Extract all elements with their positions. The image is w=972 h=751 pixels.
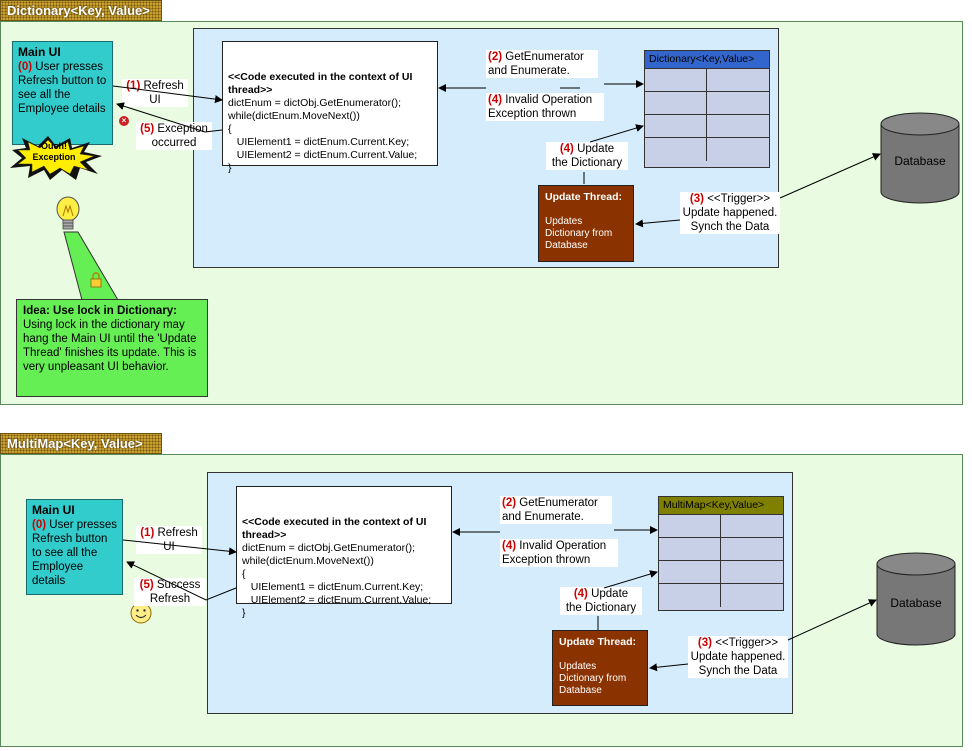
- code-line: dictEnum = dictObj.GetEnumerator();: [228, 97, 402, 109]
- code-line: UIElement1 = dictEnum.Current.Key;: [242, 581, 424, 593]
- database-cylinder: [880, 112, 960, 204]
- trigger-label: (3) <<Trigger>>Update happened.Synch the…: [688, 636, 788, 678]
- multimap-table: MultiMap<Key,Value>: [658, 496, 784, 611]
- code-line: {: [228, 123, 232, 135]
- main-ui-box: Main UI (0) User presses Refresh button …: [26, 499, 123, 595]
- dictionary-table-header: Dictionary<Key,Value>: [645, 51, 769, 69]
- code-line: }: [242, 607, 246, 619]
- arrow-exception: [116, 102, 223, 133]
- arrow-trigger-to-db: [787, 599, 877, 641]
- arrow-trigger-to-thread: [649, 663, 689, 672]
- code-line: while(dictEnum.MoveNext()): [228, 110, 360, 122]
- arrow-trigger-to-db: [779, 153, 881, 199]
- update-thread-box: Update Thread:Updates Dictionary from Da…: [538, 185, 634, 262]
- code-line: UIElement2 = dictEnum.Current.Value;: [242, 594, 432, 606]
- database-cylinder: [876, 552, 956, 646]
- lightbulb-icon: [56, 196, 80, 230]
- smiley-icon: [130, 602, 152, 624]
- section-title-multimap: MultiMap<Key, Value>: [0, 433, 162, 454]
- main-ui-box: Main UI (0) User presses Refresh button …: [12, 41, 113, 145]
- arrow-update: [589, 124, 644, 143]
- dictionary-table: Dictionary<Key,Value>: [644, 50, 770, 168]
- ouch-exception-burst: [10, 136, 102, 180]
- multimap-table-header: MultiMap<Key,Value>: [659, 497, 783, 515]
- lock-icon: [90, 272, 102, 288]
- arrow-refresh: [112, 85, 223, 104]
- trigger-label: (3) <<Trigger>>Update happened.Synch the…: [680, 192, 780, 234]
- section-title-dictionary: Dictionary<Key, Value>: [0, 0, 162, 21]
- code-box: <<Code executed in the context of UI thr…: [222, 41, 438, 174]
- code-line: UIElement2 = dictEnum.Current.Value;: [228, 149, 418, 161]
- database-label: Database: [894, 154, 946, 168]
- code-header: <<Code executed in the context of UI thr…: [228, 71, 413, 96]
- arrow-success: [126, 561, 237, 601]
- error-icon: ×: [119, 116, 129, 126]
- update-thread-box: Update Thread:Updates Dictionary from Da…: [552, 630, 648, 706]
- code-line: dictEnum = dictObj.GetEnumerator();: [242, 542, 416, 554]
- arrow-refresh: [122, 539, 237, 556]
- arrow-trigger-to-thread: [635, 219, 681, 228]
- ouch-label: Ouch!Exception: [32, 141, 76, 162]
- code-box: <<Code executed in the context of UI thr…: [236, 486, 452, 619]
- database-label: Database: [890, 596, 942, 610]
- code-line: UIElement1 = dictEnum.Current.Key;: [228, 136, 410, 148]
- code-line: {: [242, 568, 246, 580]
- code-header: <<Code executed in the context of UI thr…: [242, 516, 427, 541]
- idea-box: Idea: Use lock in Dictionary:Using lock …: [16, 299, 208, 397]
- code-line: }: [228, 162, 232, 174]
- arrow-update: [603, 570, 658, 589]
- code-line: while(dictEnum.MoveNext()): [242, 555, 374, 567]
